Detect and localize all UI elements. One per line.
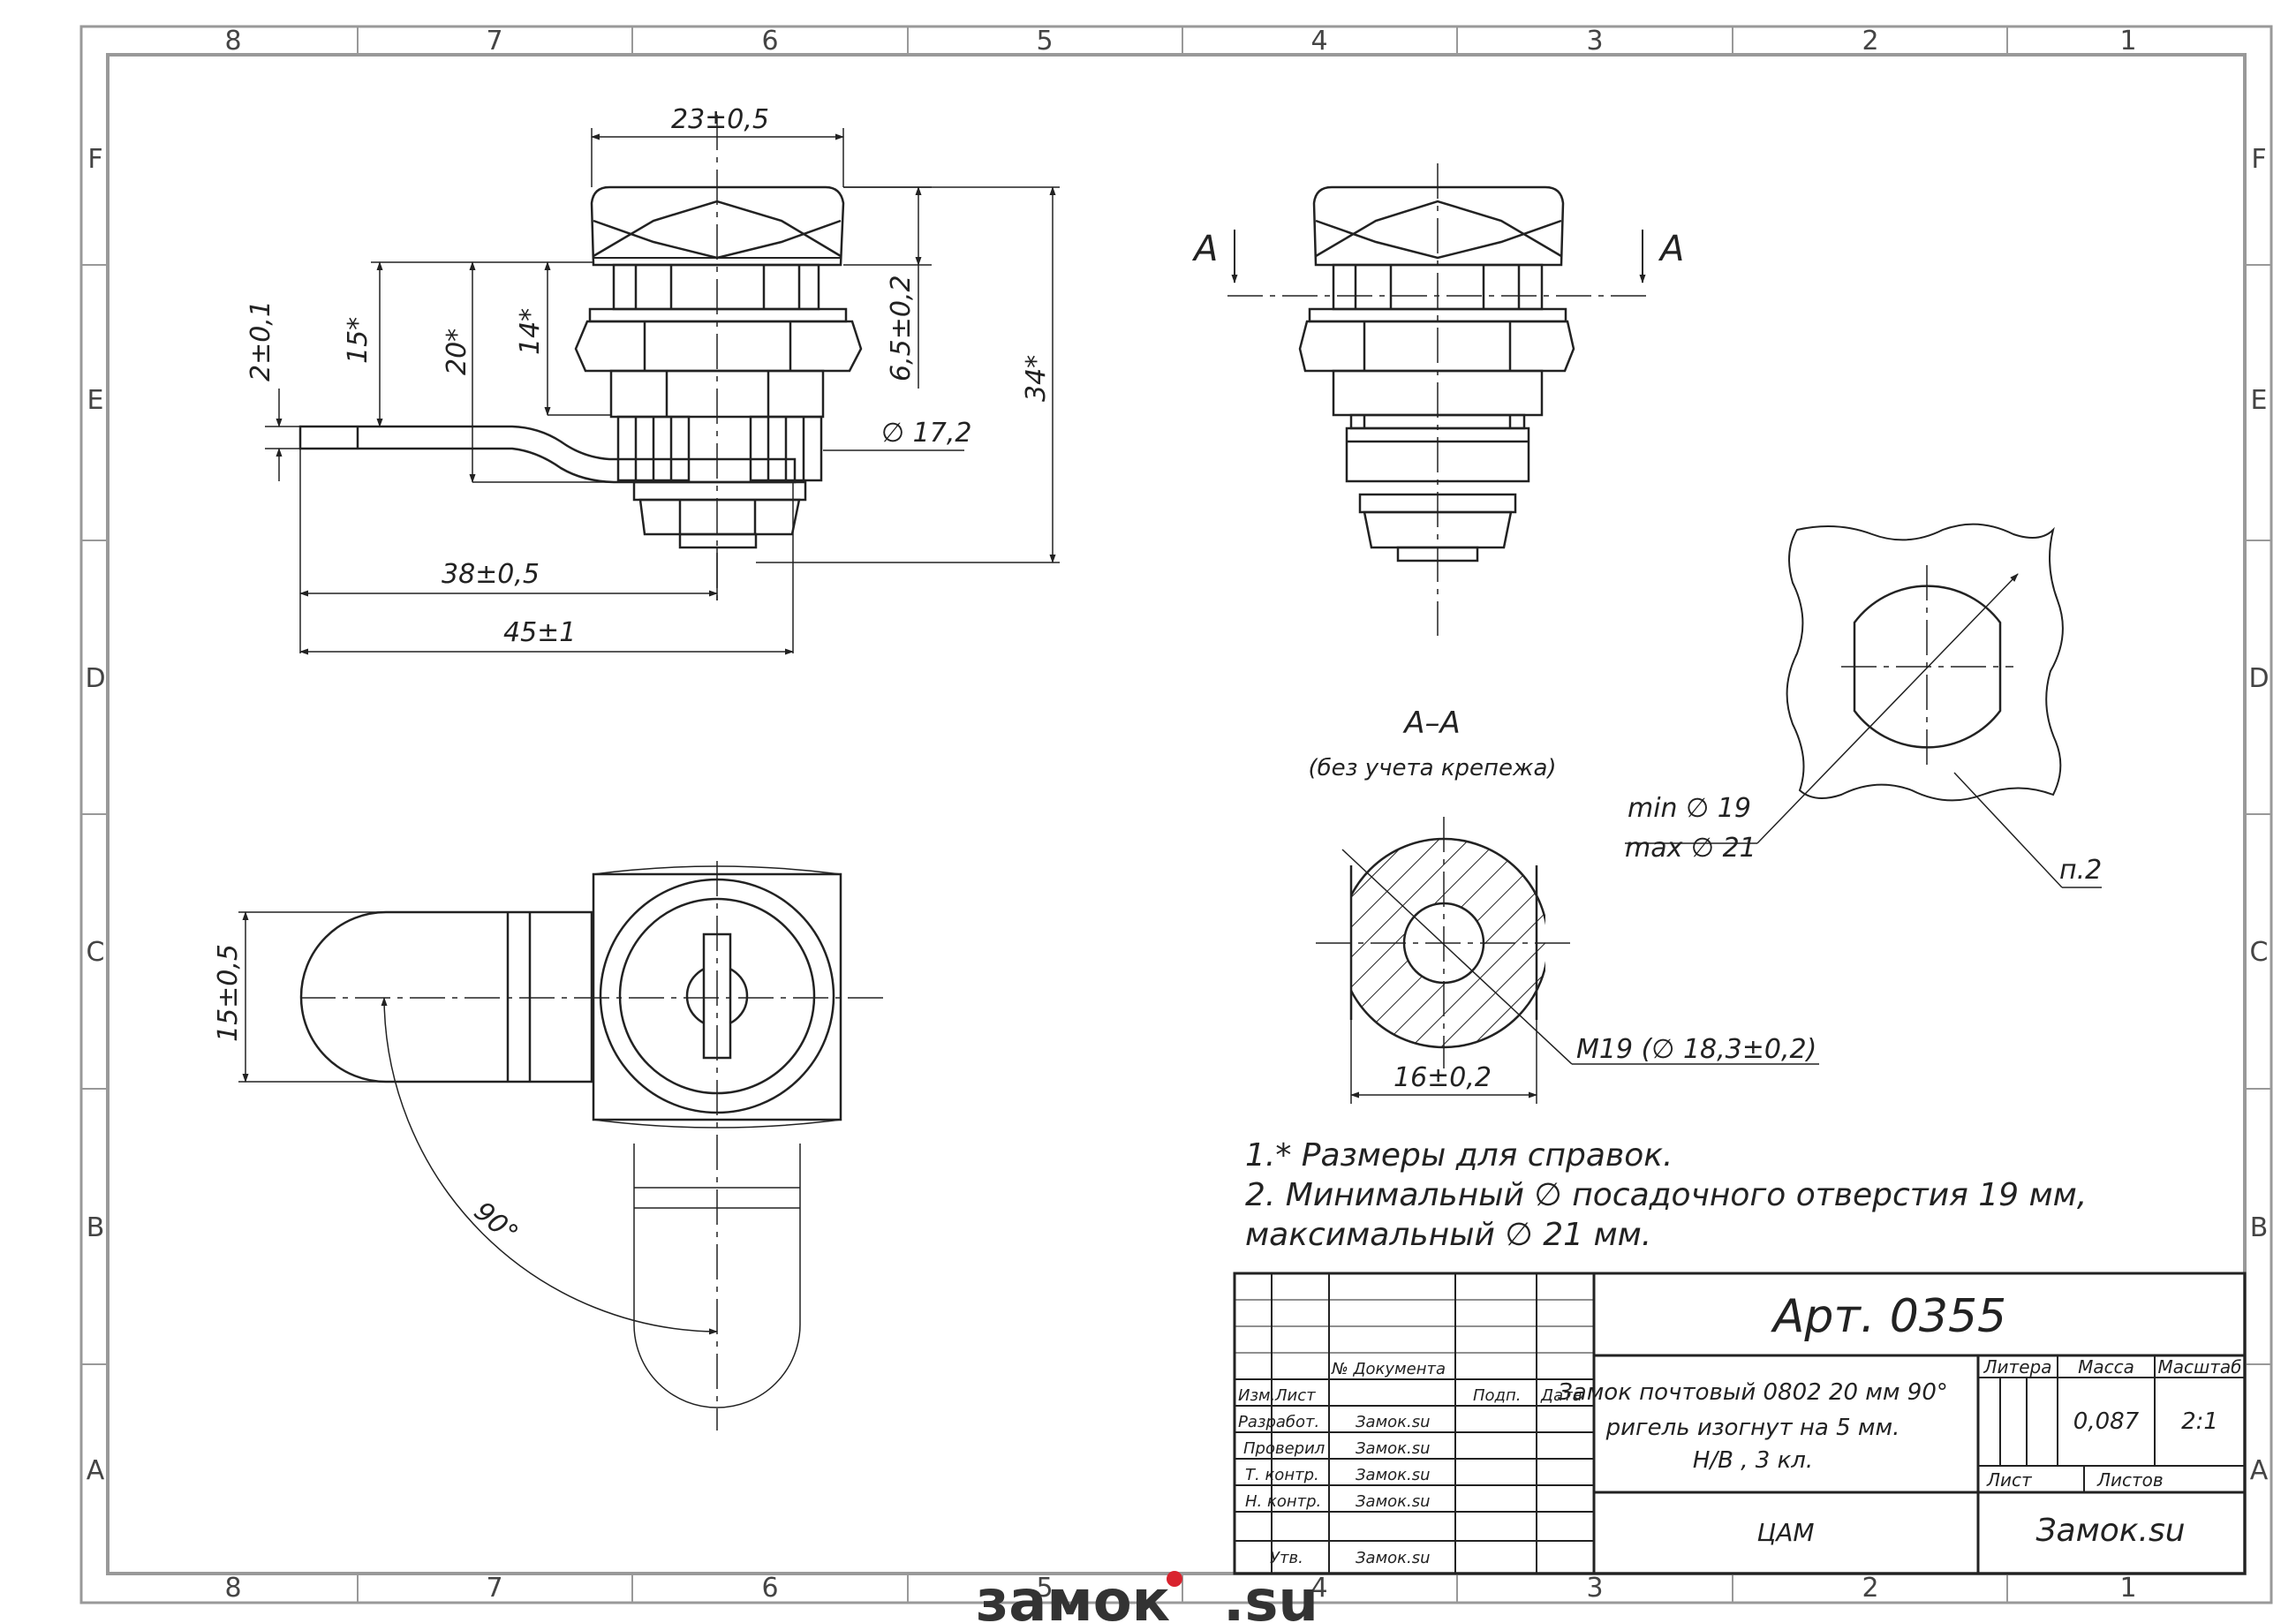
col-label: 1 [2119,26,2136,57]
note-1: 1.* Размеры для справок. [1245,1137,1673,1174]
row-label: E [87,385,104,416]
role-approved: Утв. [1270,1549,1303,1567]
col-label: 7 [486,26,502,57]
col-label: 5 [1036,1573,1053,1604]
front-view-labels: 23±0,5 2±0,1 15* 20* 14* 6,5±0,2 34* ∅ 1… [245,104,1052,648]
dim-min-dia: min ∅ 19 [1628,793,1751,824]
row-label: C [87,937,105,968]
notes: 1.* Размеры для справок. 2. Минимальный … [1245,1137,2087,1253]
title-block-text: Арт. 0355 Замок почтовый 0802 20 мм 90° … [1238,1290,2242,1567]
company-name: Замок.su [2035,1513,2185,1549]
section-aa: A–A (без учета крепежа) M19 (∅ 18,3±0,2)… [1308,706,1819,1104]
name-approved: Замок.su [1356,1549,1431,1567]
doc-label: № Документа [1331,1360,1446,1378]
article-number: Арт. 0355 [1771,1290,2006,1343]
dim-16: 16±0,2 [1393,1062,1492,1093]
sheets-label: Листов [2096,1469,2164,1491]
title-block [1233,1272,2247,1575]
role-norm-control: Н. контр. [1245,1492,1321,1511]
scale-value: 2:1 [2181,1408,2218,1435]
litera-label: Литера [1983,1356,2052,1378]
dim-dia-17-2: ∅ 17,2 [881,418,971,449]
date-label: Дата [1540,1386,1582,1405]
section-title: A–A [1402,706,1461,741]
item-ref: п.2 [2059,855,2102,886]
col-label: 2 [1862,26,1878,57]
col-label: 8 [224,26,241,57]
hole-detail [1625,523,2102,888]
side-view [1227,163,1651,636]
note-2: 2. Минимальный ∅ посадочного отверстия 1… [1245,1177,2087,1213]
row-label: F [87,144,102,175]
mass-value: 0,087 [2073,1408,2140,1435]
top-view [238,861,887,1431]
hole-detail-labels: min ∅ 19 max ∅ 21 п.2 [1625,793,2102,886]
col-label: 1 [2119,1573,2136,1604]
col-label: 4 [1310,26,1327,57]
logo: замок .su [976,1569,1318,1623]
section-subtitle: (без учета крепежа) [1308,755,1556,781]
dim-38: 38±0,5 [442,559,540,590]
row-label: A [87,1455,105,1486]
dim-20: 20* [442,328,472,375]
dim-angle-90: 90° [468,1196,524,1249]
sheet-label: Лист [1986,1469,2033,1491]
role-tech-control: Т. контр. [1245,1466,1319,1484]
col-label: 2 [1862,1573,1878,1604]
section-mark-left: A [1191,229,1218,269]
col-label: 7 [486,1573,502,1604]
dim-2: 2±0,1 [245,300,276,381]
dim-15: 15* [343,317,374,364]
zone-ticks [81,26,2271,1603]
col-label: 4 [1310,1573,1327,1604]
col-label: 6 [761,26,778,57]
dim-max-dia: max ∅ 21 [1625,833,1756,864]
name-developed: Замок.su [1356,1413,1431,1431]
dim-45: 45±1 [503,617,576,648]
dim-15b: 15±0,5 [213,944,244,1042]
name-checked: Замок.su [1356,1439,1431,1458]
dim-34: 34* [1021,355,1052,402]
izm-label: Изм. [1238,1386,1275,1405]
logo-accent-dot [1167,1571,1182,1587]
organization: ЦАМ [1756,1518,1814,1547]
description-line-2: ригель изогнут на 5 мм. [1605,1415,1900,1441]
row-label: B [2250,1212,2269,1243]
dim-width-top: 23±0,5 [671,104,769,135]
list-label: Лист [1274,1386,1316,1405]
row-label: D [85,663,105,694]
note-3: максимальный ∅ 21 мм. [1245,1217,1651,1253]
row-label: E [2251,385,2268,416]
front-view [298,115,863,600]
front-view-dimensions [265,128,1060,655]
col-label: 6 [761,1573,778,1604]
row-label: A [2250,1455,2269,1486]
col-label: 3 [1586,1573,1603,1604]
role-developed: Разработ. [1238,1413,1319,1431]
top-view-labels: 15±0,5 90° [213,944,524,1249]
logo-domain: .su [1223,1569,1318,1623]
section-mark-right: A [1658,229,1684,269]
row-label: B [87,1212,105,1243]
col-label: 8 [224,1573,241,1604]
col-label: 5 [1036,26,1053,57]
row-label: D [2248,663,2269,694]
description-line-3: Н/В , 3 кл. [1693,1447,1813,1474]
row-label: F [2251,144,2266,175]
scale-label: Масштаб [2157,1356,2241,1378]
name-norm-control: Замок.su [1356,1492,1431,1511]
role-checked: Проверил [1243,1439,1325,1458]
dim-6-5: 6,5±0,2 [886,275,917,381]
dim-thread: M19 (∅ 18,3±0,2) [1576,1034,1816,1065]
description-line-1: Замок почтовый 0802 20 мм 90° [1558,1379,1948,1406]
col-label: 3 [1586,26,1603,57]
name-tech-control: Замок.su [1356,1466,1431,1484]
mass-label: Масса [2078,1356,2134,1378]
sign-label: Подп. [1473,1386,1521,1405]
section-markers: A A [1191,229,1684,269]
dim-14: 14* [515,308,546,355]
row-label: C [2250,937,2269,968]
logo-text: замок [976,1569,1170,1623]
